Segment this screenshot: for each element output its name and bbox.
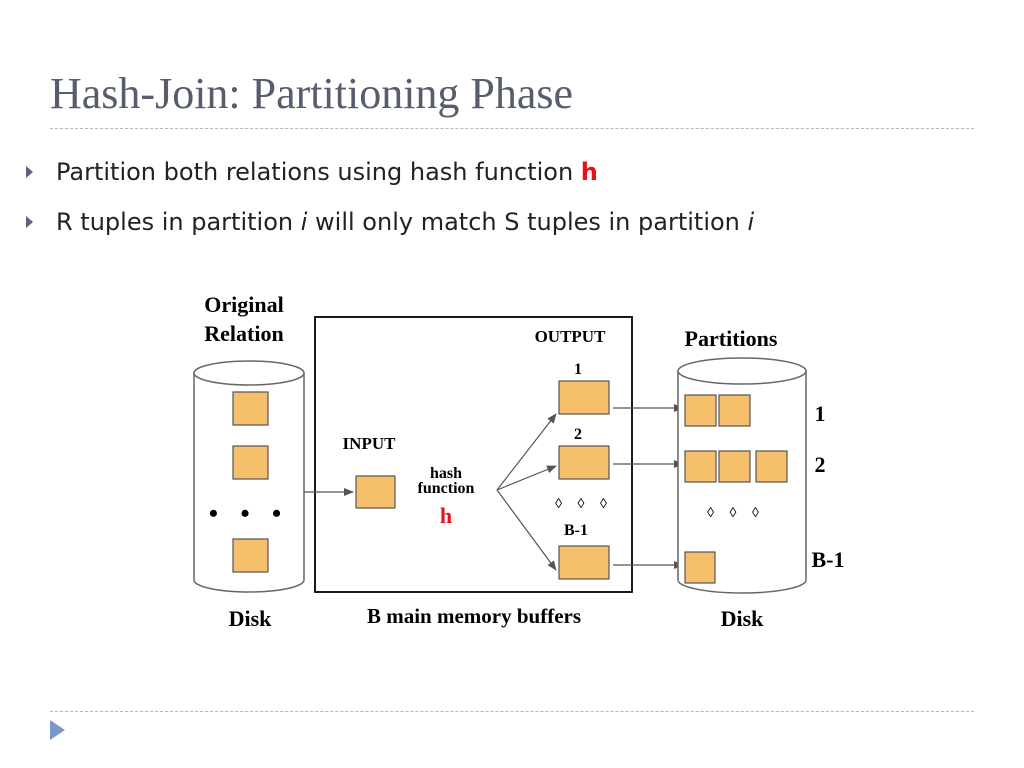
title-divider	[50, 128, 974, 129]
bullet-item: R tuples in partition i will only match …	[26, 202, 754, 242]
disk-right-label: Disk	[721, 606, 765, 631]
buffer-label: 1	[574, 361, 582, 378]
memory-caption: B main memory buffers	[367, 604, 581, 628]
main-memory-box	[314, 316, 633, 593]
next-slide-arrow-icon[interactable]	[50, 720, 65, 740]
bullet-text: will only match S tuples in partition	[307, 208, 748, 236]
output-label: OUTPUT	[535, 327, 607, 346]
hash-function-label: hash	[430, 465, 462, 482]
slide-title: Hash-Join: Partitioning Phase	[50, 69, 574, 118]
output-buffer	[558, 380, 610, 415]
hash-arrow	[496, 489, 557, 571]
bullet-text: Partition both relations using hash func…	[56, 158, 581, 186]
partition-label: 2	[815, 452, 826, 477]
hash-arrow	[496, 465, 557, 491]
output-buffer	[558, 445, 610, 480]
output-buffer	[558, 545, 610, 580]
buffer-label: 2	[574, 426, 582, 443]
original-relation-label: Relation	[204, 321, 283, 346]
partition-variable: i	[300, 208, 308, 236]
buffer-label: B-1	[564, 522, 588, 539]
partition-page	[718, 450, 751, 483]
input-buffer	[355, 475, 396, 509]
left-disk-cylinder	[193, 360, 305, 593]
partition-label: 1	[815, 401, 826, 426]
partitions-label: Partitions	[685, 326, 778, 351]
partition-page	[684, 394, 717, 427]
hash-function-label: function	[418, 480, 475, 497]
partition-page	[684, 450, 717, 483]
bullet-text: R tuples in partition	[56, 208, 301, 236]
partition-page	[684, 551, 716, 584]
relation-page	[232, 391, 269, 426]
ellipsis-diamonds: ◊ ◊ ◊	[555, 497, 613, 512]
relation-page	[232, 445, 269, 480]
partition-page	[755, 450, 788, 483]
hash-arrow	[496, 413, 557, 491]
hash-function-symbol: h	[580, 158, 598, 186]
bullet-item: Partition both relations using hash func…	[26, 152, 754, 192]
relation-page	[232, 538, 269, 573]
footer-divider	[50, 711, 974, 712]
disk-left-label: Disk	[229, 606, 273, 631]
partition-label: B-1	[812, 547, 845, 572]
bullet-arrow-icon	[26, 166, 33, 178]
ellipsis-diamonds: ◊ ◊ ◊	[707, 506, 765, 521]
right-disk-cylinder	[677, 357, 807, 594]
partition-variable: i	[747, 208, 755, 236]
bullet-arrow-icon	[26, 216, 33, 228]
input-label: INPUT	[343, 434, 397, 453]
hash-symbol-h: h	[440, 503, 452, 528]
ellipsis-dots: • • •	[209, 499, 289, 528]
partition-page	[718, 394, 751, 427]
original-relation-label: Original	[204, 292, 283, 317]
bullet-list: Partition both relations using hash func…	[26, 152, 754, 252]
